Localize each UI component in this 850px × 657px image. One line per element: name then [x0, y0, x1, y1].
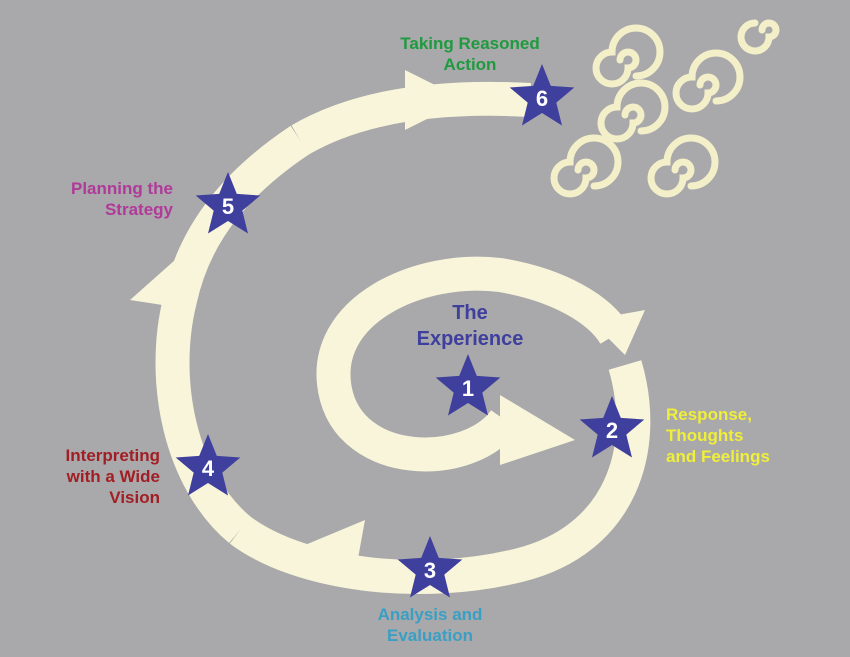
- step-4-label: Interpreting with a Wide Vision: [10, 445, 160, 508]
- step-number: 1: [462, 376, 474, 401]
- step-5-label-line-1: Planning the: [71, 179, 173, 198]
- swirl-icon: [672, 49, 744, 113]
- step-1-star: 1: [435, 354, 501, 416]
- swirl-icon: [550, 134, 622, 198]
- step-4-label-line-2: with a Wide: [66, 467, 160, 486]
- center-title-line-2: Experience: [416, 328, 524, 350]
- step-number: 4: [202, 456, 215, 481]
- step-2-label-line-1: Response,: [666, 405, 752, 424]
- swirl-icon: [597, 79, 669, 143]
- step-number: 3: [424, 558, 436, 583]
- inner-arrowhead: [500, 395, 575, 465]
- spiral-inner-arc: [316, 256, 630, 472]
- star-shape: [195, 172, 261, 234]
- step-5-star: 5: [195, 172, 261, 234]
- step-6-label: Taking Reasoned Action: [360, 33, 580, 75]
- step-3-label-line-2: Evaluation: [387, 626, 473, 645]
- spiral-outer-top: [291, 81, 531, 155]
- center-title-line-1: The: [452, 302, 488, 324]
- step-6-star: 6: [509, 64, 575, 126]
- star-shape: [397, 536, 463, 598]
- step-4-label-line-1: Interpreting: [65, 446, 160, 465]
- swirl-icon: [592, 24, 664, 88]
- step-3-label: Analysis and Evaluation: [350, 604, 510, 646]
- step-3-label-line-1: Analysis and: [377, 605, 483, 624]
- step-4-label-line-3: Vision: [109, 488, 160, 507]
- step-number: 5: [222, 194, 234, 219]
- arrowhead-to-step-4: [305, 520, 365, 575]
- step-5-label: Planning the Strategy: [10, 178, 173, 220]
- step-stars: 1 2 3 4 5 6: [175, 64, 645, 598]
- step-2-label-line-3: and Feelings: [666, 447, 770, 466]
- step-number: 6: [536, 86, 548, 111]
- swirl-icon: [737, 19, 780, 55]
- step-4-star: 4: [175, 434, 241, 496]
- step-2-label-line-2: Thoughts: [666, 426, 744, 445]
- arrowhead-to-step-2: [590, 310, 645, 355]
- arrowhead-to-step-5: [130, 260, 195, 310]
- star-shape: [579, 396, 645, 458]
- step-number: 2: [606, 418, 618, 443]
- step-3-star: 3: [397, 536, 463, 598]
- swirl-icon: [647, 134, 719, 198]
- star-shape: [175, 434, 241, 496]
- step-2-star: 2: [579, 396, 645, 458]
- spiral-outer-lower: [229, 360, 651, 595]
- star-shape: [435, 354, 501, 416]
- step-6-label-line-2: Action: [443, 55, 497, 74]
- swirl-icons: [550, 19, 780, 198]
- step-5-label-line-2: Strategy: [104, 200, 173, 219]
- step-6-label-line-1: Taking Reasoned: [400, 34, 540, 53]
- step-2-label: Response, Thoughts and Feelings: [666, 404, 770, 467]
- center-title: The Experience: [380, 300, 560, 352]
- arrowhead-to-step-6: [405, 70, 465, 130]
- star-shape: [509, 64, 575, 126]
